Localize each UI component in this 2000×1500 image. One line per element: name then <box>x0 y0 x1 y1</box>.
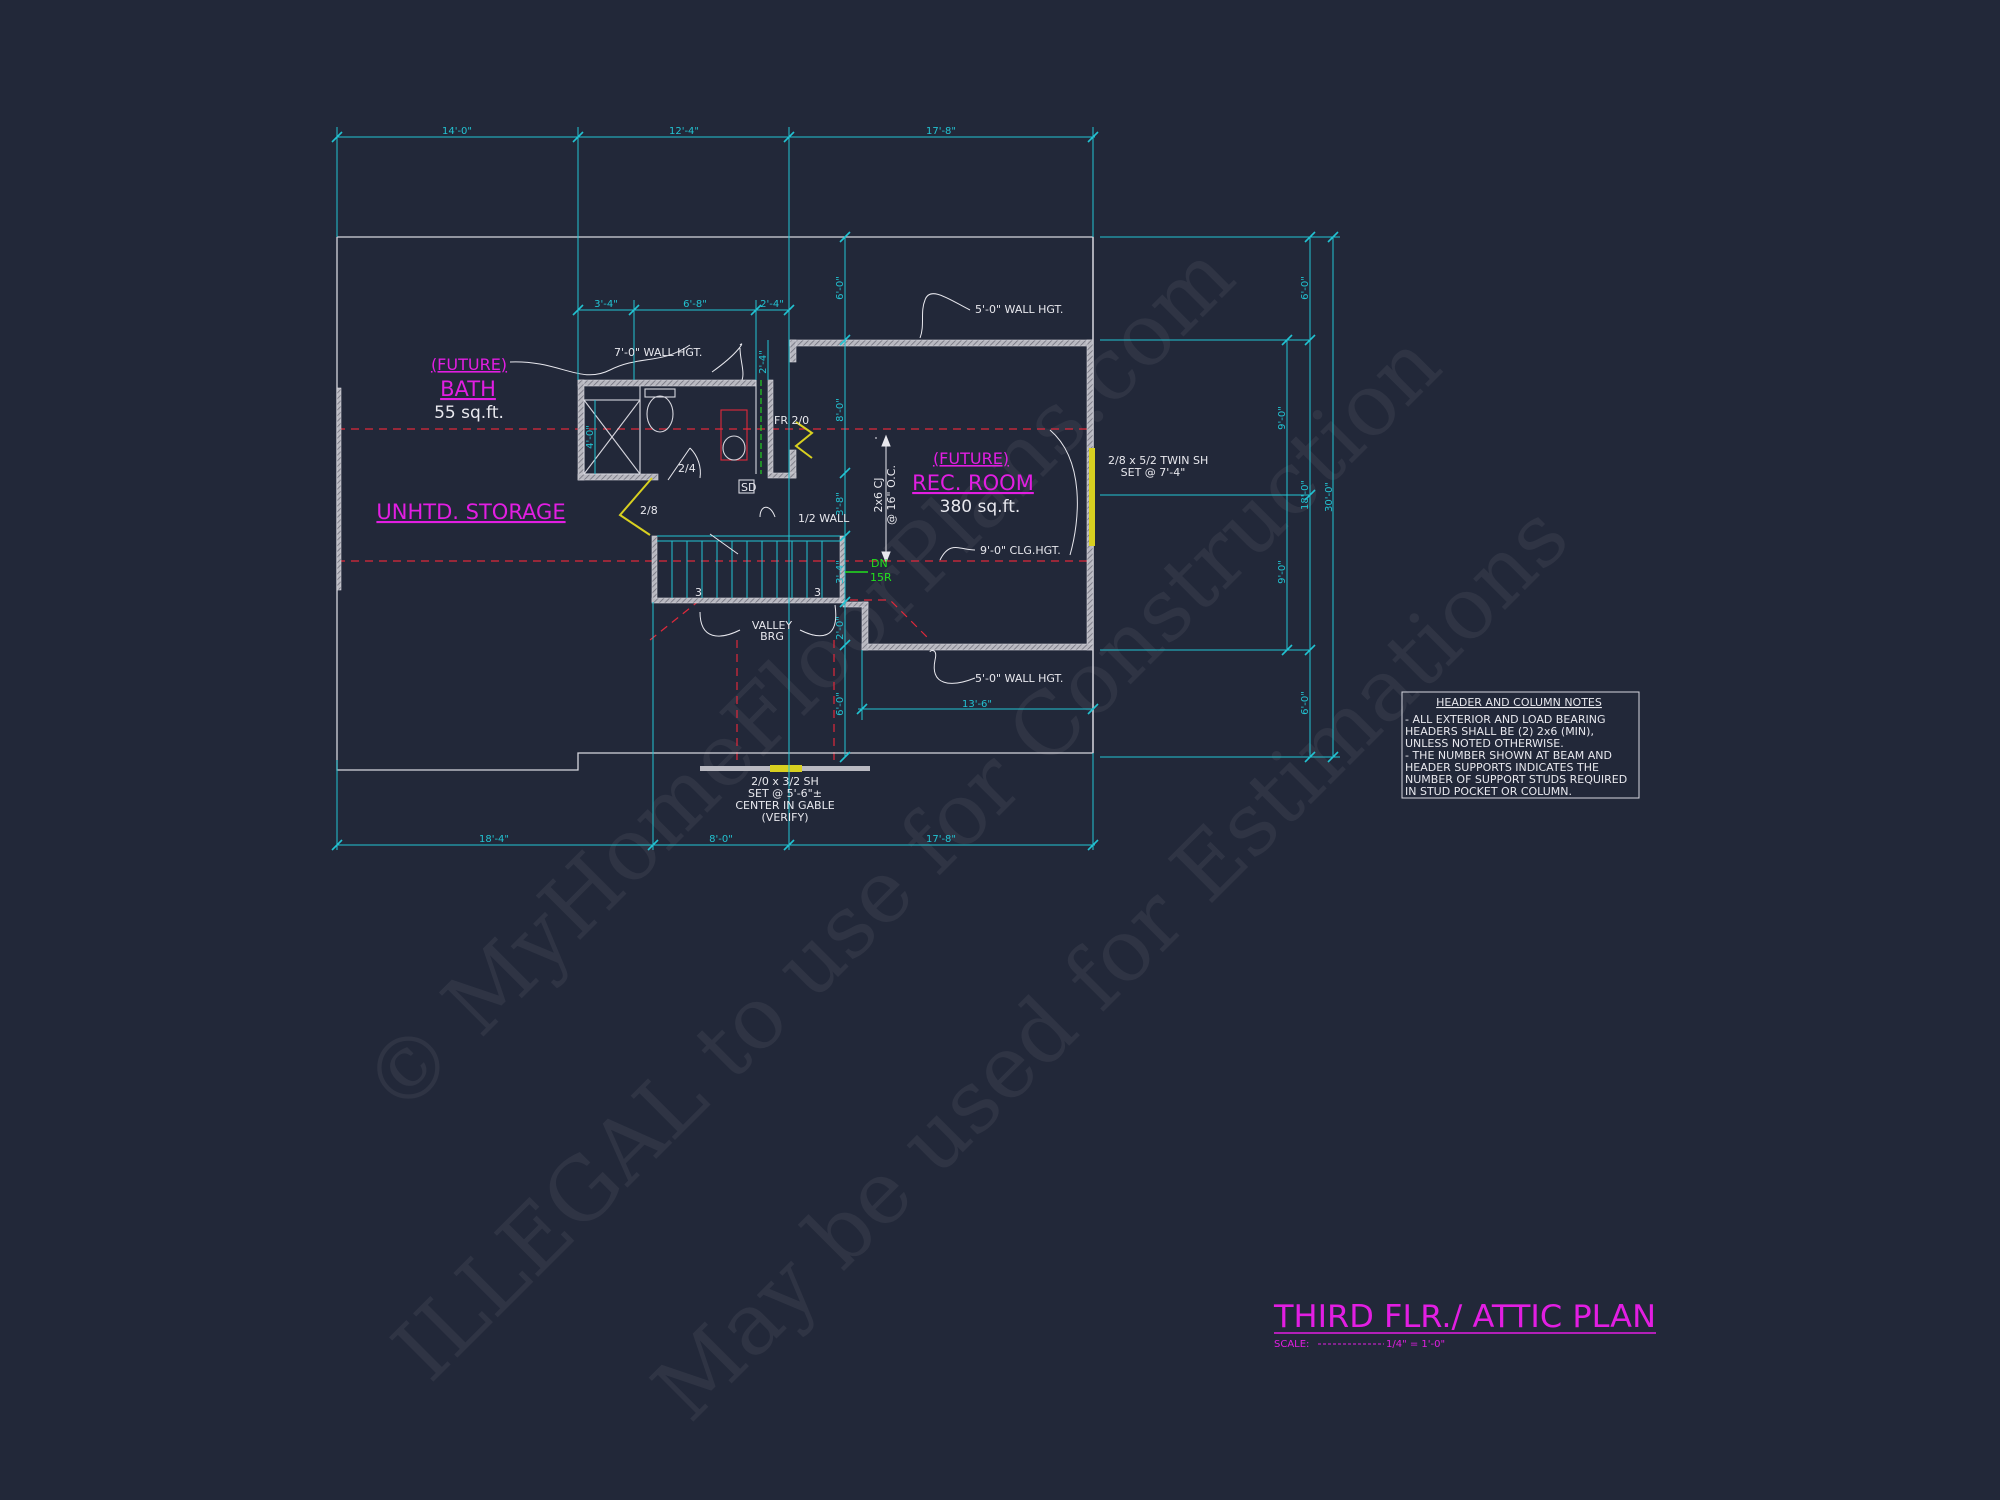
dimension-lines <box>336 127 1340 850</box>
dim-bottom-2: 8'-0" <box>709 834 733 845</box>
notes-box-title: HEADER AND COLUMN NOTES <box>1436 696 1602 709</box>
room-labels: (FUTURE) BATH 55 sq.ft. (FUTURE) REC. RO… <box>376 355 1033 524</box>
dimension-labels: 14'-0" 12'-4" 17'-8" 3'-4" 6'-8" 2'-4" 1… <box>442 126 1335 845</box>
doors <box>618 421 1095 772</box>
watermark: © MyHomeFloorPlans.com ILLEGAL to use fo… <box>344 225 1588 1439</box>
fr-label: FR 2/0 <box>774 414 809 427</box>
bath-future-label: (FUTURE) <box>431 355 507 374</box>
window-bottom-line2: SET @ 5'-6"± <box>748 787 822 800</box>
bath-name-label: BATH <box>440 377 496 401</box>
stair-treads <box>657 535 840 598</box>
title-block: THIRD FLR./ ATTIC PLAN SCALE: 1/4" = 1'-… <box>1273 1299 1656 1350</box>
valley-line1: VALLEY <box>752 619 793 632</box>
dim-right-seg-2: 9'-0" <box>1277 406 1288 430</box>
header-column-notes-box: HEADER AND COLUMN NOTES - ALL EXTERIOR A… <box>1401 691 1640 799</box>
dimension-ticks <box>331 131 1339 851</box>
valley-line2: BRG <box>760 630 784 643</box>
stair-riser-count: 15R <box>870 571 892 584</box>
dim-right-seg-4: 6'-0" <box>1300 691 1311 715</box>
door-2-8-label: 2/8 <box>640 504 658 517</box>
smoke-detector-label: SD <box>741 481 756 494</box>
wall-height-top-note: 5'-0" WALL HGT. <box>975 303 1063 316</box>
dim-vert-6: 6'-0" <box>835 692 846 716</box>
stud-count-a: 3 <box>695 586 702 599</box>
notes-box-line: HEADERS SHALL BE (2) 2x6 (MIN), <box>1405 725 1594 738</box>
storage-name-label: UNHTD. STORAGE <box>376 500 565 524</box>
notes-box-line: - ALL EXTERIOR AND LOAD BEARING <box>1405 713 1605 726</box>
ceiling-height-note: 9'-0" CLG.HGT. <box>980 544 1061 557</box>
dim-top-1: 14'-0" <box>442 126 472 137</box>
rec-area-label: 380 sq.ft. <box>940 497 1021 517</box>
window-bottom-line4: (VERIFY) <box>762 811 809 824</box>
wall-height-bath-note: 7'-0" WALL HGT. <box>614 346 702 359</box>
scale-label: SCALE: <box>1274 1339 1309 1350</box>
joist-note-line2: @ 16" O.C. <box>885 465 898 525</box>
joist-note-line1: 2x6 CJ <box>872 478 885 513</box>
plan-title: THIRD FLR./ ATTIC PLAN <box>1273 1299 1656 1335</box>
dim-right-middle: 18'-0" <box>1300 480 1311 510</box>
dim-vert-4: 3'-4" <box>835 560 846 584</box>
dim-vert-3: 3'-8" <box>835 492 846 516</box>
window-right-line2: SET @ 7'-4" <box>1121 466 1186 479</box>
dim-bath-3: 2'-4" <box>760 299 784 310</box>
dim-right-seg-3: 9'-0" <box>1277 560 1288 584</box>
joist-arrow <box>881 434 891 564</box>
wall-height-bottom-note: 5'-0" WALL HGT. <box>975 672 1063 685</box>
rec-future-label: (FUTURE) <box>933 449 1009 468</box>
dim-right-outer: 30'-0" <box>1324 482 1335 512</box>
plan-notes: 5'-0" WALL HGT. 7'-0" WALL HGT. 5'-0" WA… <box>614 303 1208 824</box>
door-2-4-label: 2/4 <box>678 462 696 475</box>
dim-right-seg-1: 6'-0" <box>1300 276 1311 300</box>
dim-bath-1: 3'-4" <box>594 299 618 310</box>
window-right-line1: 2/8 x 5/2 TWIN SH <box>1108 454 1208 467</box>
stair-down-label: DN <box>871 557 888 570</box>
dim-rec-bottom: 13'-6" <box>962 699 992 710</box>
bath-fixtures <box>583 380 762 494</box>
notes-box-line: UNLESS NOTED OTHERWISE. <box>1405 737 1564 750</box>
dim-bottom-1: 18'-4" <box>479 834 509 845</box>
scale-value: 1/4" = 1'-0" <box>1386 1339 1445 1350</box>
dim-top-2: 12'-4" <box>669 126 699 137</box>
dim-bottom-3: 17'-8" <box>926 834 956 845</box>
bath-area-label: 55 sq.ft. <box>434 403 504 423</box>
dim-bath-2: 6'-8" <box>683 299 707 310</box>
dim-vert-5: 2'-0" <box>835 616 846 640</box>
notes-box-line: HEADER SUPPORTS INDICATES THE <box>1405 761 1599 774</box>
dim-top-3: 17'-8" <box>926 126 956 137</box>
dim-small-vert-2: 4'-0" <box>585 425 596 449</box>
notes-box-line: - THE NUMBER SHOWN AT BEAM AND <box>1405 749 1612 762</box>
leaders <box>509 293 1078 684</box>
dim-vert-2: 8'-0" <box>835 398 846 422</box>
dim-vert-1: 6'-0" <box>835 276 846 300</box>
notes-box-line: IN STUD POCKET OR COLUMN. <box>1405 785 1572 798</box>
window-bottom-line3: CENTER IN GABLE <box>735 799 834 812</box>
window-bottom-line1: 2/0 x 3/2 SH <box>751 775 819 788</box>
dim-small-vert-1: 2'-4" <box>758 350 769 374</box>
half-wall-note: 1/2 WALL <box>798 512 850 525</box>
notes-box-line: NUMBER OF SUPPORT STUDS REQUIRED <box>1405 773 1627 786</box>
rec-name-label: REC. ROOM <box>912 471 1034 495</box>
stud-count-b: 3 <box>814 586 821 599</box>
